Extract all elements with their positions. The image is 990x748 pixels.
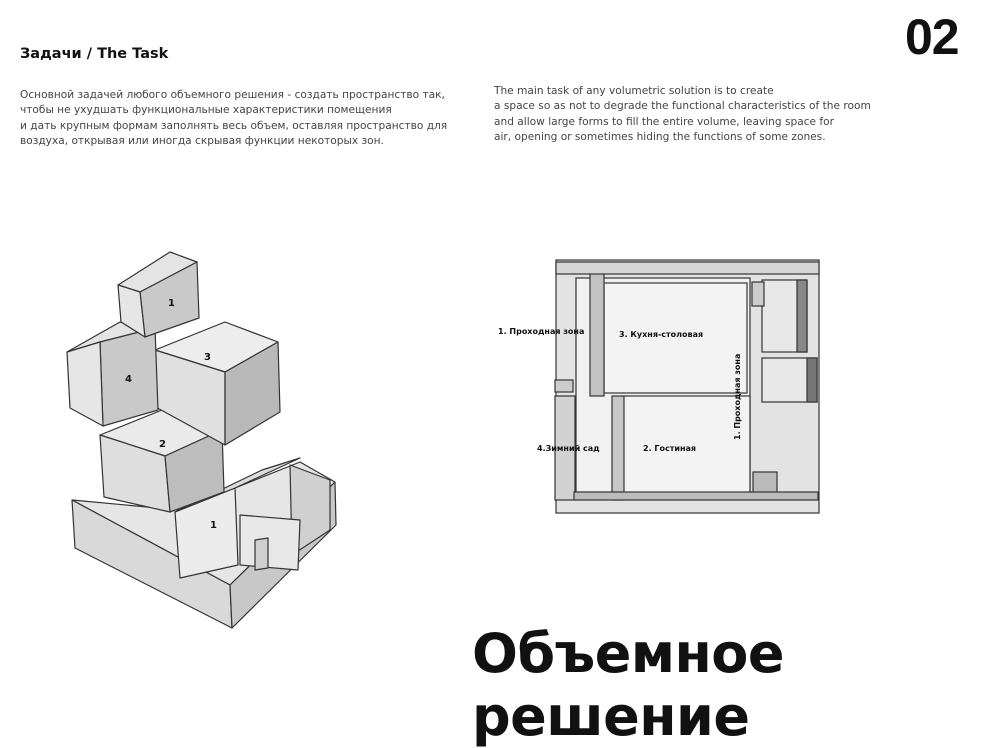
text-line: and allow large forms to fill the entire… [494,115,834,128]
inner-wall [239,514,301,571]
bottom-wall [573,491,819,501]
box-label: 3 [204,352,211,363]
axonometric-labels: 1 4 3 2 1 [125,298,217,531]
section-title: Задачи / The Task [20,46,169,62]
axonometric-sketch [66,251,337,629]
box-label: 2 [159,439,166,450]
kitchen-side-block [589,267,605,397]
zone-label-passage-vertical: 1. Проходная зона [733,354,742,440]
box-3-right [224,341,281,446]
box-1-left [117,284,146,338]
zone-label-living: 2. Гостиная [643,444,696,453]
box-label: 1 [168,298,175,309]
kitchen-room [603,282,748,394]
text-line: The main task of any volumetric solution… [494,85,774,97]
zone-label-kitchen: 3. Кухня-столовая [619,330,703,339]
right-cabinet-lower-dark [806,357,818,403]
text-line: air, opening or sometimes hiding the fun… [494,131,826,144]
box-label: 1 [210,520,217,531]
small-box [554,379,574,393]
english-description: The main task of any volumetric solution… [494,84,871,146]
text-line: a space so as not to degrade the functio… [494,100,871,113]
text-line: и дать крупным формам заполнять весь объ… [20,119,448,132]
living-room [621,395,751,499]
box-2-side [164,429,225,513]
plan-labels: 1. Проходная зона 3. Кухня-столовая 1. П… [498,327,742,453]
living-side-block [611,395,625,501]
text-line: воздуха, открывая или иногда скрывая фун… [20,135,384,148]
page-number: 02 [905,9,960,65]
text-line: Основной задачей любого объемного решени… [20,89,445,101]
top-wall [555,261,820,275]
zone-label-winter-garden: 4.Зимний сад [537,444,600,453]
garden-strip [554,395,576,501]
right-cabinet-upper-dark [796,279,808,353]
main-title: Объемное решение [472,622,784,748]
small-box [751,281,765,307]
text-line: чтобы не ухудшать функциональные характе… [20,104,392,117]
drawings: 1 4 3 2 1 1. Проходная зона 3. Кухня-сто… [66,251,820,629]
box-label: 4 [125,374,132,385]
zone-label-passage: 1. Проходная зона [498,327,584,336]
box-4-left [66,341,104,427]
door [254,537,269,571]
russian-description: Основной задачей любого объемного решени… [20,88,447,150]
floor-plan [554,259,820,514]
